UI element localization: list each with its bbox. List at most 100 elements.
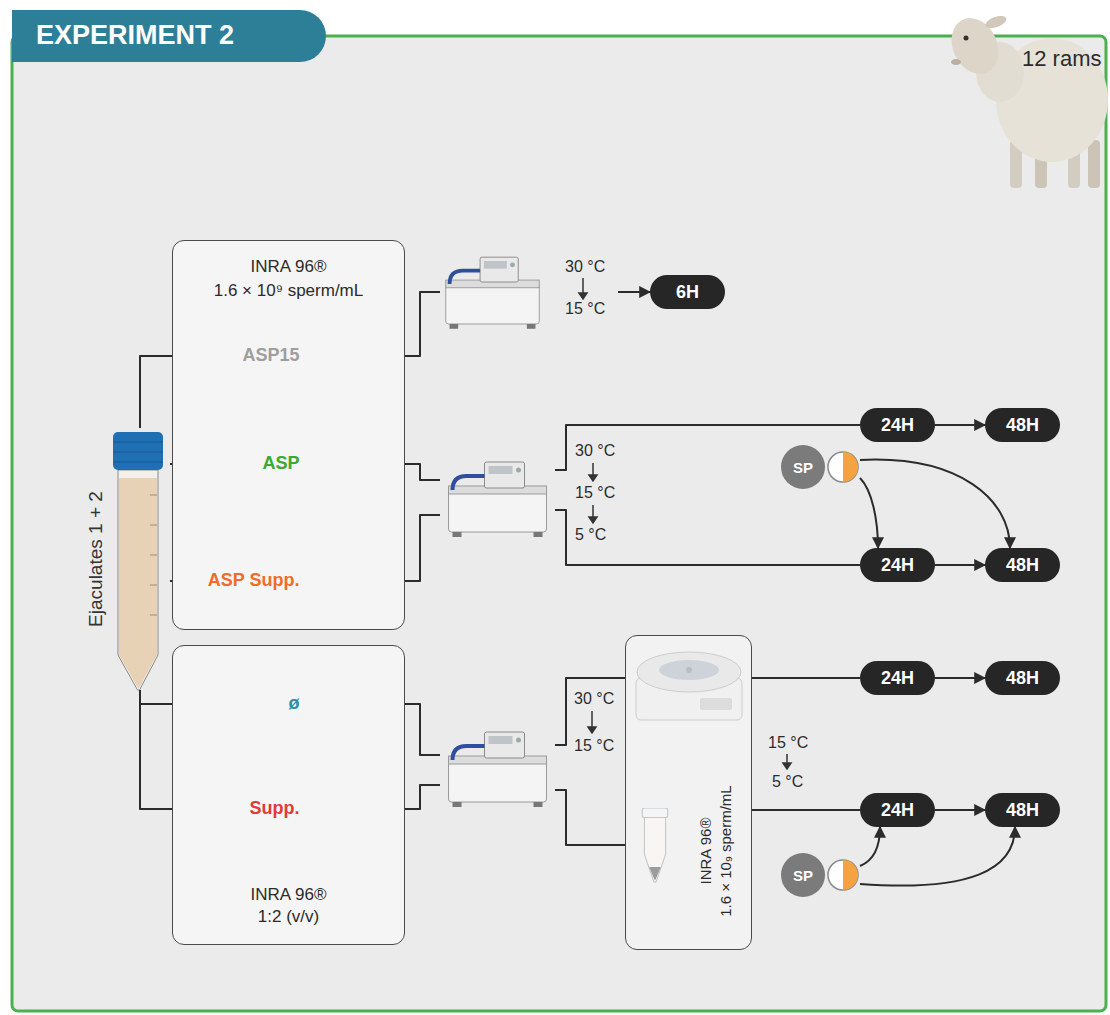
time-pill: 24H — [860, 661, 935, 695]
temperature-arrows-part — [591, 711, 593, 728]
temperature-arrows-part — [579, 293, 587, 299]
time-pill: 48H — [985, 661, 1060, 695]
connector — [935, 809, 985, 811]
box-text: INRA 96® — [173, 255, 404, 279]
supplement-circles-part — [828, 860, 858, 890]
box-heading: INRA 96®1.6 × 10⁹ sperm/mL — [173, 255, 404, 303]
connector — [752, 809, 860, 811]
time-pill: 48H — [985, 408, 1060, 442]
box-text: INRA 96® 1:2 (v/v) — [239, 884, 339, 928]
sample-tube-illustration-part — [150, 585, 157, 586]
sample-tube-illustration-part — [150, 615, 157, 616]
water-bath: 30 °C15 °C — [440, 730, 555, 808]
time-text: 24H — [881, 668, 914, 689]
box-text: 1.6 × 10⁹ sperm/mL — [173, 279, 404, 303]
note-label: 5 °C — [772, 772, 803, 791]
time-text: 24H — [881, 415, 914, 436]
treatment-label: ASP15 — [242, 320, 299, 392]
connector — [555, 790, 625, 845]
box-footer: INRA 96® 1:2 (v/v) — [173, 884, 404, 928]
treatment-tube: ø — [190, 668, 340, 740]
sample-tube-illustration-part — [150, 495, 157, 496]
box-text: 1.6 × 10₉ sperm/mL — [716, 761, 736, 941]
group-box: INRA 96®1.6 × 10⁹ sperm/mL ASP15ASP ASP Su… — [172, 240, 405, 630]
sheep-illustration-part — [1088, 140, 1100, 188]
plasma-text: SP — [781, 445, 825, 489]
note-label: 12 rams — [1022, 46, 1101, 71]
water-bath: 30 °C 15 °C — [440, 250, 618, 332]
treatment-tube: Supp. — [190, 773, 340, 845]
time-pill: 6H — [650, 275, 725, 309]
water-bath: 30 °C15 °C5 °C — [440, 455, 555, 540]
temperature-text: 15 °C — [565, 300, 605, 318]
connector — [860, 478, 878, 548]
sheep-illustration-part — [943, 10, 1007, 81]
time-pill: 24H — [860, 408, 935, 442]
connector — [618, 291, 650, 293]
water-baths-part — [449, 462, 547, 537]
time-text: 24H — [881, 555, 914, 576]
title-tab — [12, 10, 326, 62]
connector — [752, 677, 860, 679]
sample-tube-illustration-part — [119, 478, 157, 688]
supplement-circles-part — [843, 452, 858, 482]
sample-tube-illustration-part — [113, 442, 163, 443]
time-pill: 48H — [985, 548, 1060, 582]
panel-part — [12, 36, 1106, 1011]
panel — [12, 36, 1106, 1011]
temperature-arrows-part — [588, 727, 596, 733]
treatment-tube: ASP Supp. — [190, 545, 340, 617]
sample-tube-illustration-part — [118, 470, 158, 690]
treatment-label: ASP — [262, 428, 299, 500]
sheep-illustration — [943, 10, 1108, 188]
title-text: EXPERIMENT 2 — [36, 18, 234, 52]
sample-tube-illustration-part — [150, 555, 157, 556]
plasma-circle: SP — [781, 445, 860, 489]
supplement-circles-part — [828, 452, 858, 482]
temperature-text: 15 °C — [575, 484, 615, 502]
treatment-label: ø — [289, 668, 300, 740]
sample-tube: Ejaculates 1 + 2 — [78, 428, 170, 690]
connector — [935, 564, 985, 566]
water-baths — [446, 257, 547, 807]
time-text: 24H — [881, 800, 914, 821]
connector — [860, 827, 1015, 886]
temperature-text: 5 °C — [575, 526, 606, 544]
sample-tube-illustration-part — [113, 452, 163, 453]
sheep-illustration-part — [951, 59, 961, 65]
treatment-tube: ASP — [190, 428, 340, 500]
time-text: 48H — [1006, 415, 1039, 436]
time-text: 6H — [676, 282, 699, 303]
time-pill: 24H — [860, 548, 935, 582]
water-baths-part — [449, 732, 547, 807]
temperature-text: 30 °C — [574, 690, 614, 708]
temperature-text: 15 °C — [574, 737, 614, 755]
temperature-arrows-part — [589, 517, 597, 523]
connector — [555, 678, 625, 745]
connector — [860, 460, 1010, 548]
rotated-text: INRA 96®1.6 × 10₉ sperm/mL — [696, 761, 736, 941]
sheep-illustration-part — [984, 14, 1008, 31]
sample-tube-illustration-part — [113, 432, 163, 470]
treatment-tube: ASP15 — [190, 320, 340, 392]
water-baths-part — [446, 257, 540, 329]
centrifuge-box: INRA 96®1.6 × 10₉ sperm/mL — [625, 635, 752, 950]
tube-label: Ejaculates 1 + 2 — [84, 439, 108, 679]
temperature-arrows-part — [592, 505, 594, 518]
group-box: INRA 96® 1:2 (v/v) øSupp. — [172, 645, 405, 945]
box-text: INRA 96® — [696, 761, 716, 941]
note-label: 15 °C — [768, 733, 808, 752]
temperature-text: 30 °C — [575, 442, 615, 460]
time-text: 48H — [1006, 668, 1039, 689]
temperature-arrows-part — [783, 763, 791, 769]
plasma-circle: SP — [781, 853, 860, 897]
title-tab-part — [12, 10, 326, 62]
sample-tube-illustration-part — [113, 462, 163, 463]
supplement-circles-part — [843, 860, 858, 890]
temperature-arrows-part — [592, 463, 594, 476]
temperature-arrows-part — [589, 475, 597, 481]
temperature-text: 30 °C — [565, 258, 605, 276]
time-pill: 48H — [985, 793, 1060, 827]
